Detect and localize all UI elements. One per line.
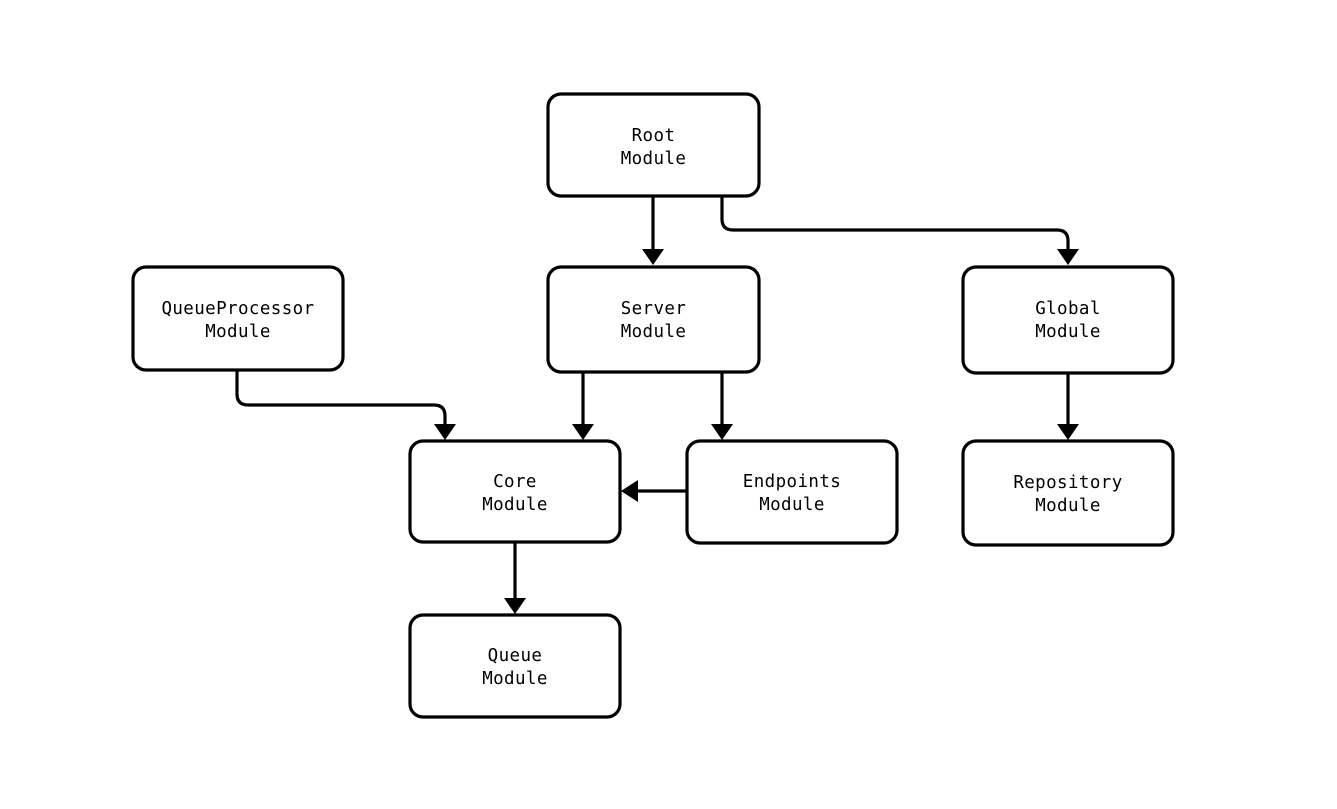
node-global-module[interactable]: Global Module: [961, 265, 1175, 375]
edge-queueprocessor-to-core: [235, 370, 456, 440]
global-module-label-line2: Module: [1035, 322, 1101, 342]
root-module-box[interactable]: [546, 92, 761, 198]
queueprocessor-module-label-line2: Module: [205, 322, 271, 342]
edge-root-to-server: [642, 196, 664, 265]
edge-root-to-global: [720, 196, 1079, 265]
endpoints-module-box[interactable]: [685, 439, 899, 545]
edge-root-to-global-arrowhead: [1057, 249, 1079, 265]
edge-core-to-queue-arrowhead: [504, 598, 526, 614]
repository-module-box[interactable]: [961, 439, 1175, 547]
edge-endpoints-to-core-arrowhead: [621, 480, 638, 502]
core-module-label-line1: Core: [493, 472, 537, 492]
node-server-module[interactable]: Server Module: [546, 265, 761, 374]
queue-module-label-line1: Queue: [488, 646, 543, 666]
global-module-box[interactable]: [961, 265, 1175, 375]
core-module-label-line2: Module: [482, 495, 548, 515]
edge-server-to-core-arrowhead: [572, 424, 594, 440]
edge-server-to-endpoints-arrowhead: [711, 424, 733, 440]
edge-global-to-repository: [1057, 373, 1079, 440]
queueprocessor-module-box[interactable]: [131, 265, 345, 372]
queue-module-label-line2: Module: [482, 669, 548, 689]
endpoints-module-label-line1: Endpoints: [743, 472, 841, 492]
node-queueprocessor-module[interactable]: QueueProcessor Module: [131, 265, 345, 372]
node-queue-module[interactable]: Queue Module: [408, 613, 622, 719]
global-module-label-line1: Global: [1035, 299, 1101, 319]
edge-root-to-global-line: [720, 196, 1070, 250]
server-module-label-line2: Module: [621, 322, 687, 342]
endpoints-module-label-line2: Module: [759, 495, 825, 515]
node-core-module[interactable]: Core Module: [408, 439, 622, 544]
edge-root-to-server-arrowhead: [642, 249, 664, 265]
edge-server-to-endpoints: [711, 372, 733, 440]
repository-module-label-line2: Module: [1035, 496, 1101, 516]
queue-module-box[interactable]: [408, 613, 622, 719]
edge-global-to-repository-arrowhead: [1057, 424, 1079, 440]
edge-queueprocessor-to-core-line: [235, 370, 447, 425]
root-module-label-line2: Module: [621, 149, 687, 169]
edge-core-to-queue: [504, 542, 526, 614]
edge-queueprocessor-to-core-arrowhead: [434, 424, 456, 440]
server-module-label-line1: Server: [621, 299, 687, 319]
edge-server-to-core: [572, 372, 594, 440]
queueprocessor-module-label-line1: QueueProcessor: [161, 299, 314, 319]
core-module-box[interactable]: [408, 439, 622, 544]
node-root-module[interactable]: Root Module: [546, 92, 761, 198]
edge-endpoints-to-core: [621, 480, 687, 502]
node-repository-module[interactable]: Repository Module: [961, 439, 1175, 547]
node-endpoints-module[interactable]: Endpoints Module: [685, 439, 899, 545]
root-module-label-line1: Root: [632, 126, 676, 146]
server-module-box[interactable]: [546, 265, 761, 374]
repository-module-label-line1: Repository: [1013, 473, 1122, 493]
